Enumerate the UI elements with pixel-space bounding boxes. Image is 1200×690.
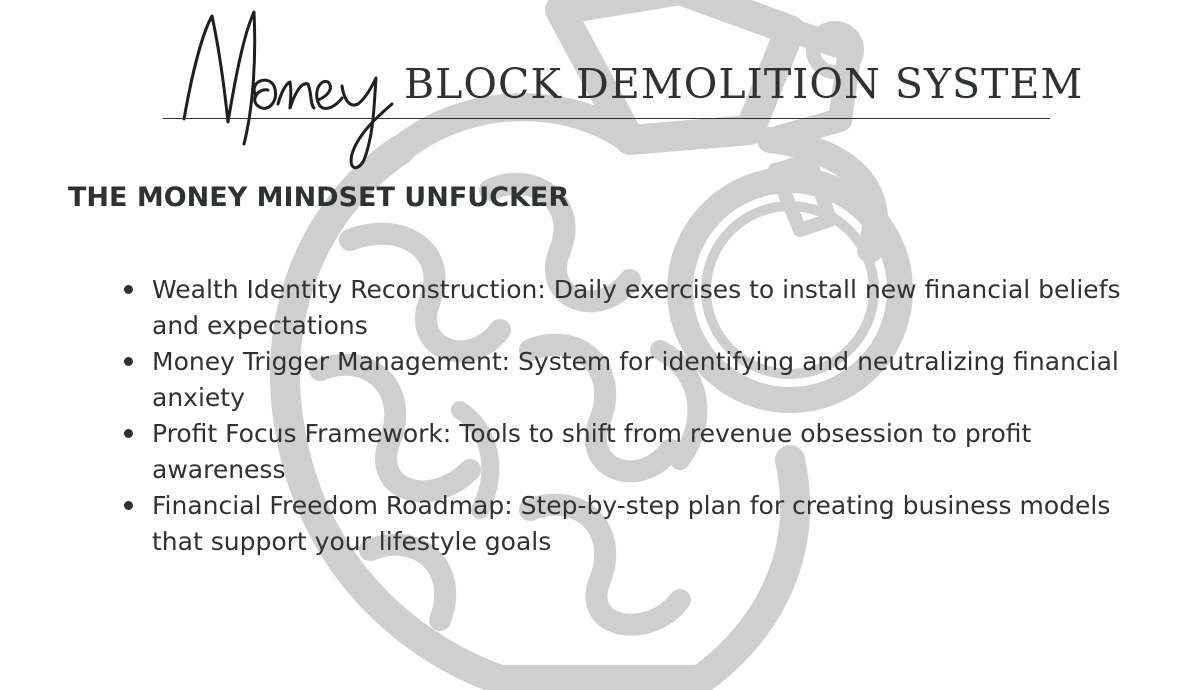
bullet-icon [124, 357, 133, 366]
list-item: Financial Freedom Roadmap: Step-by-step … [122, 488, 1122, 560]
section-heading: THE MONEY MINDSET UNFUCKER [68, 182, 570, 213]
header: BLOCK DEMOLITION SYSTEM [0, 0, 1200, 180]
bullet-list: Wealth Identity Reconstruction: Daily ex… [122, 272, 1122, 560]
list-item: Profit Focus Framework: Tools to shift f… [122, 416, 1122, 488]
list-item-text: Wealth Identity Reconstruction: Daily ex… [152, 275, 1121, 340]
bullet-icon [124, 501, 133, 510]
list-item-text: Money Trigger Management: System for ide… [152, 347, 1119, 412]
script-word-money [178, 4, 408, 174]
grenade-brain-illustration [269, 0, 913, 690]
bullet-icon [124, 429, 133, 438]
list-item: Wealth Identity Reconstruction: Daily ex… [122, 272, 1122, 344]
header-title: BLOCK DEMOLITION SYSTEM [404, 60, 1084, 108]
bullet-icon [124, 285, 133, 294]
list-item-text: Profit Focus Framework: Tools to shift f… [152, 419, 1032, 484]
list-item-text: Financial Freedom Roadmap: Step-by-step … [152, 491, 1111, 556]
header-divider [163, 118, 1050, 119]
list-item: Money Trigger Management: System for ide… [122, 344, 1122, 416]
